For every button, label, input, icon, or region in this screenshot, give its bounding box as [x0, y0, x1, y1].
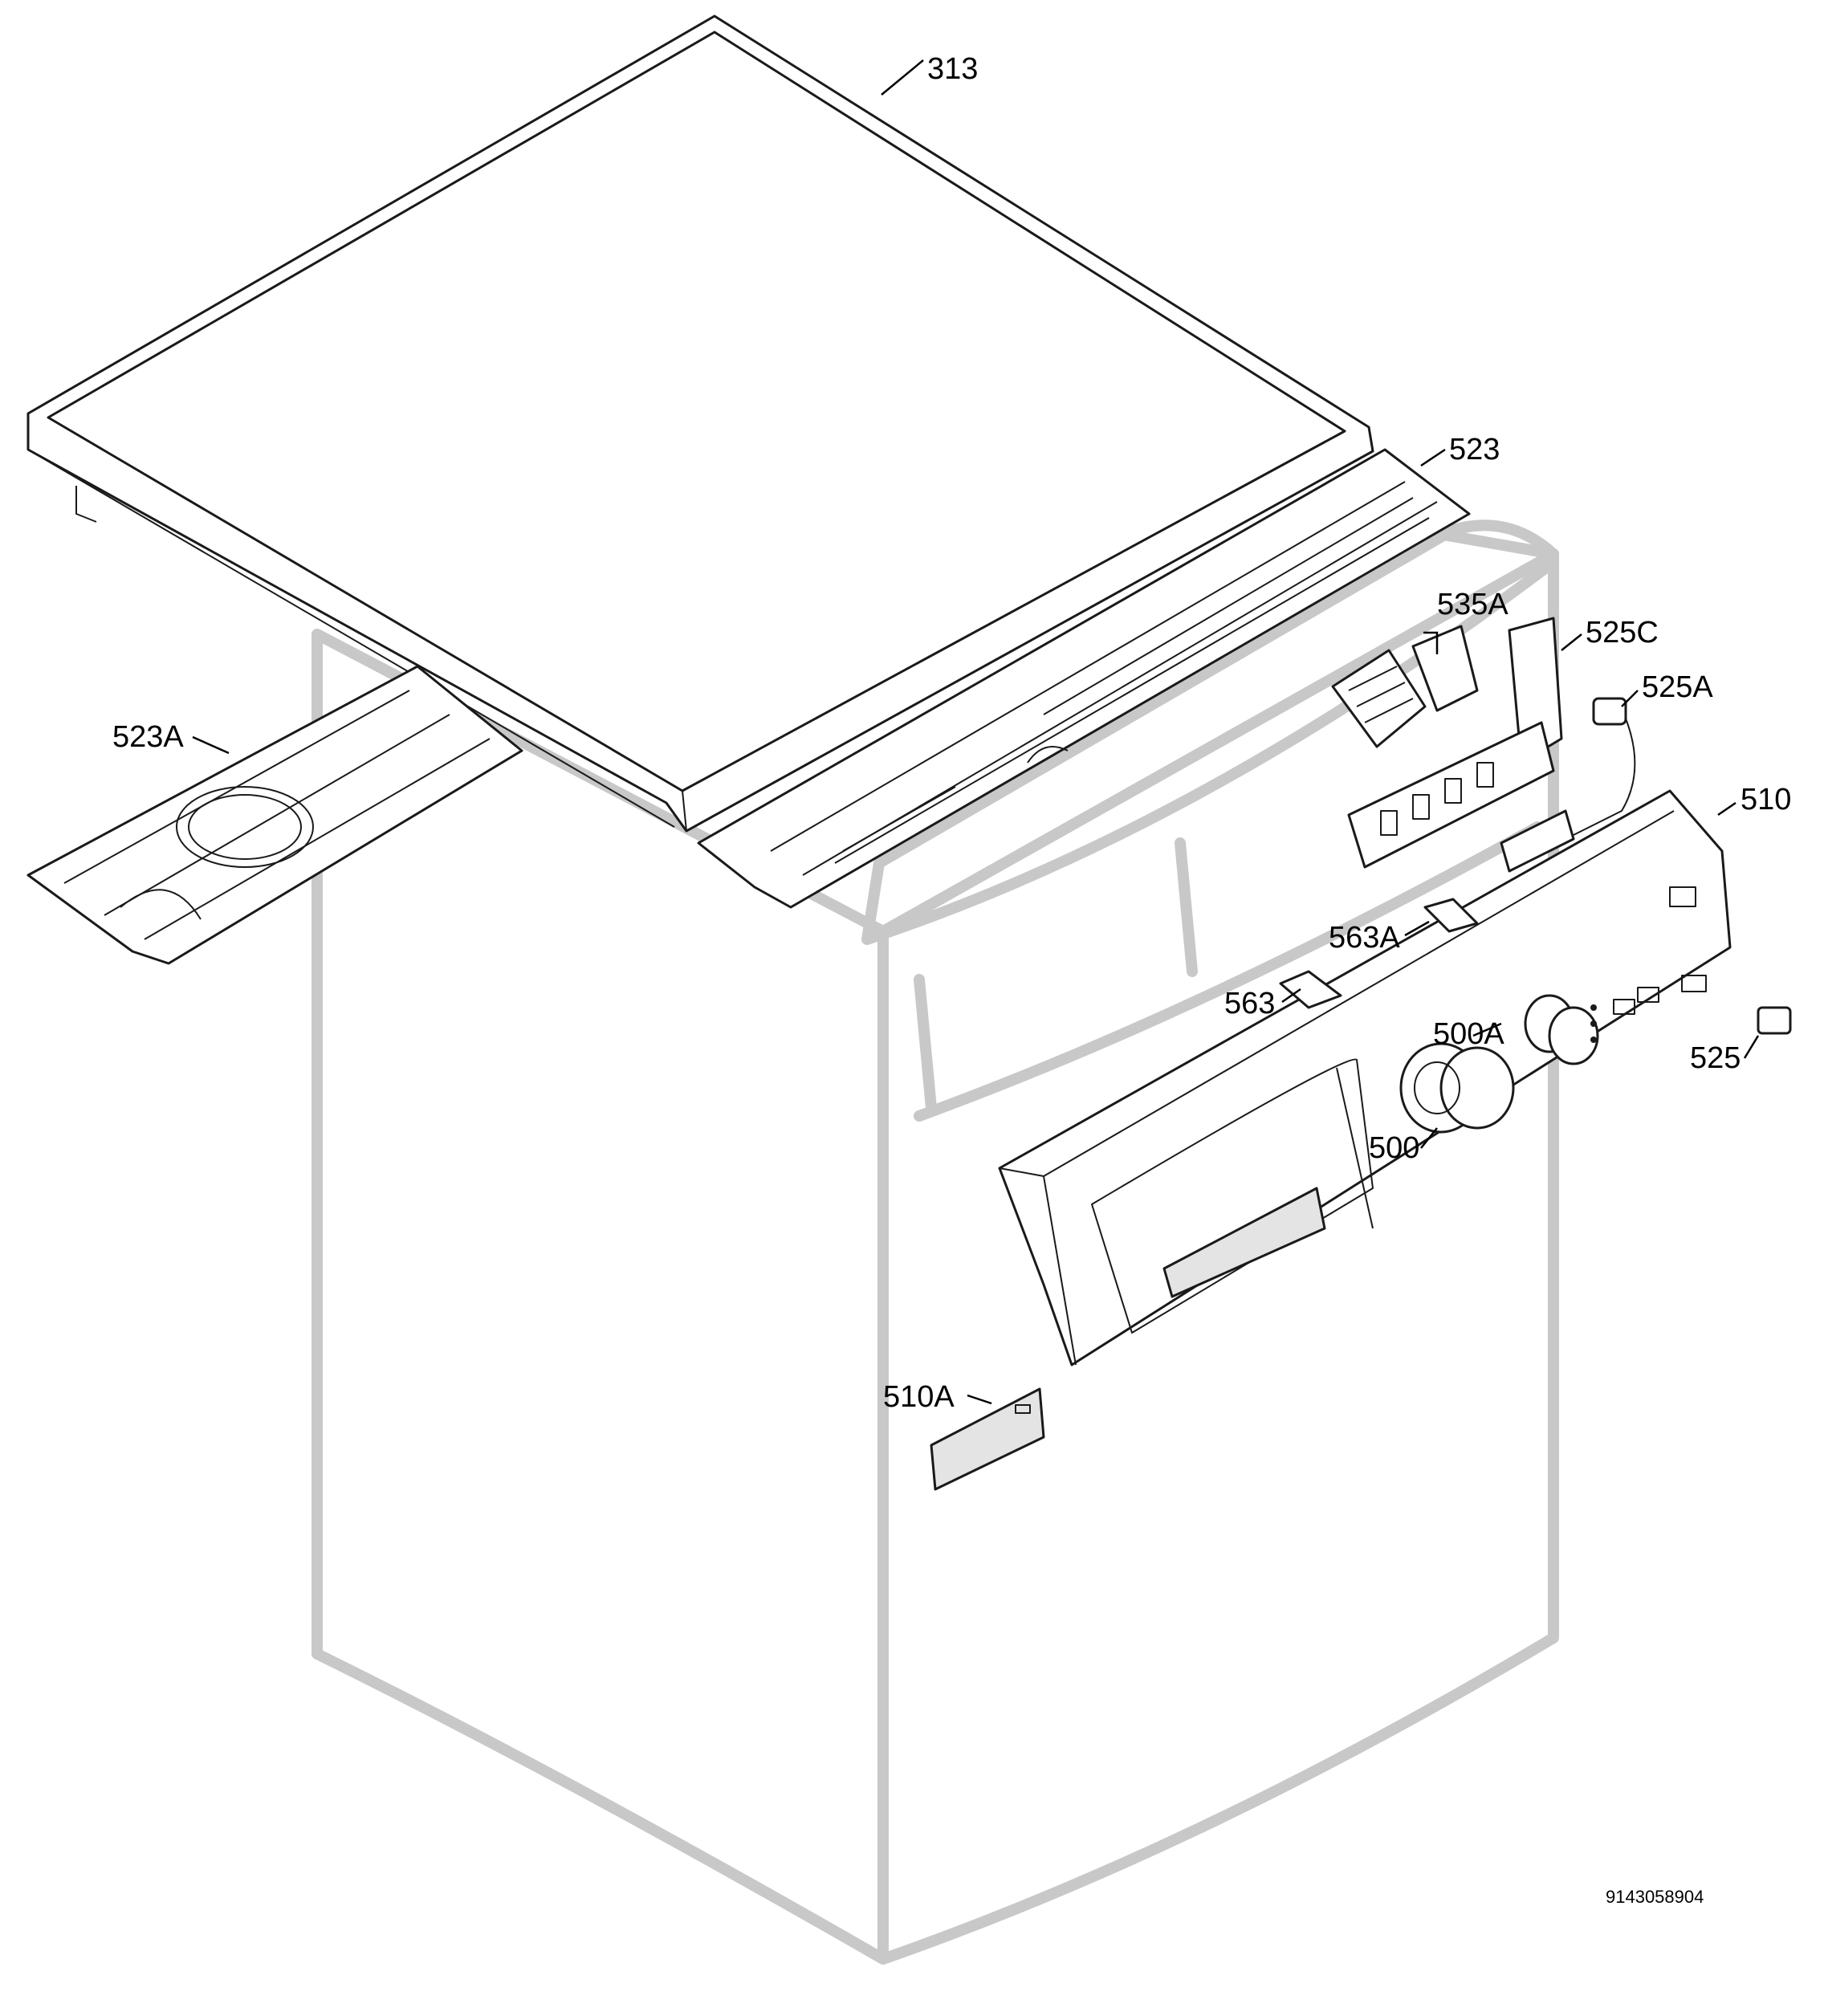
callout-313: 313 [927, 52, 978, 86]
front-rail-part-523 [697, 448, 1471, 909]
clip-part-525 [1757, 1006, 1792, 1035]
cover-part-510a [930, 1387, 1045, 1491]
button-module-part-525a [1500, 697, 1636, 873]
callout-525a: 525A [1642, 670, 1713, 704]
top-lid-part-313 [26, 14, 1374, 833]
callout-523: 523 [1449, 433, 1500, 466]
callout-523a: 523A [112, 720, 184, 754]
callout-525c: 525C [1586, 616, 1659, 650]
electronic-board-part-535a [1331, 625, 1479, 748]
control-panel-part-510 [998, 789, 1732, 1366]
callout-563: 563 [1224, 987, 1275, 1020]
callout-510a: 510A [883, 1380, 955, 1414]
callout-500: 500 [1369, 1131, 1419, 1165]
spring-part-563a [1423, 898, 1479, 933]
callout-535a: 535A [1437, 588, 1508, 621]
rear-rail-part-523a [26, 665, 523, 965]
callout-563a: 563A [1329, 921, 1400, 955]
spring-part-563 [1279, 970, 1342, 1009]
leader-lines [192, 59, 1760, 1405]
callout-510: 510 [1741, 783, 1791, 817]
knob-part-500a [1524, 886, 1707, 1065]
callout-500a: 500A [1433, 1017, 1504, 1051]
callout-labels: 313 523 523A 535A 525C 525A 510 563A 563… [112, 52, 1791, 1907]
document-number: 9143058904 [1606, 1887, 1704, 1907]
callout-525: 525 [1690, 1041, 1741, 1075]
program-knob-part-500 [1399, 1042, 1515, 1134]
electronic-board-part-525c [1347, 617, 1563, 869]
